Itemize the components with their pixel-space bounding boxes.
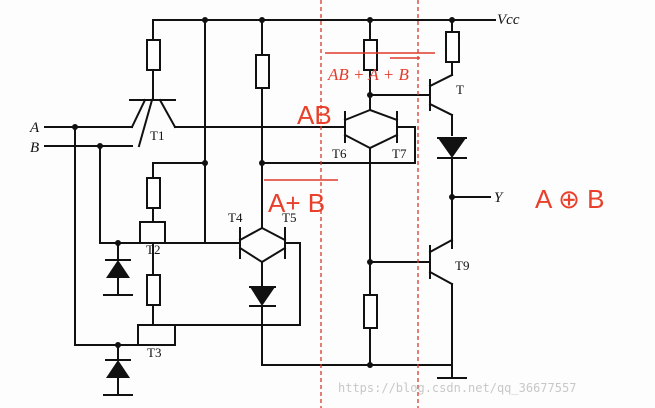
t7-label: T7 bbox=[392, 146, 407, 161]
transistor-t1 bbox=[129, 19, 336, 148]
transistor-t9 bbox=[369, 238, 454, 366]
t8-label: T bbox=[456, 82, 464, 97]
resistor-t2-t3 bbox=[146, 274, 161, 326]
t4-label: T4 bbox=[228, 210, 243, 225]
and-term-annotation: AB bbox=[297, 100, 332, 130]
input-b-line bbox=[44, 143, 141, 244]
vcc-label: Vcc bbox=[497, 12, 520, 28]
or-term-annotation: A+ B bbox=[268, 188, 325, 218]
transistor-t4-t5 bbox=[204, 19, 416, 286]
t1-label: T1 bbox=[150, 128, 164, 143]
transistor-t2 bbox=[115, 162, 206, 276]
xor-result-annotation: A ⊕ B bbox=[535, 184, 604, 214]
left-column-wiring bbox=[146, 19, 208, 223]
output-diode bbox=[437, 137, 491, 249]
input-a-label: A bbox=[29, 120, 40, 136]
transistor-t8 bbox=[419, 19, 460, 136]
t6-label: T6 bbox=[332, 146, 347, 161]
nor-expression: AB + A + B bbox=[327, 65, 409, 84]
output-y-label: Y bbox=[494, 190, 504, 206]
transistor-t3 bbox=[115, 257, 301, 348]
ground-symbol bbox=[437, 364, 467, 379]
t9-base-resistor bbox=[363, 261, 378, 368]
transistor-t6-t7 bbox=[334, 19, 421, 265]
t9-label: T9 bbox=[455, 258, 469, 273]
t3-label: T3 bbox=[147, 345, 161, 360]
input-b-label: B bbox=[30, 140, 39, 156]
input-a-line bbox=[44, 124, 139, 346]
t5-label: T5 bbox=[282, 210, 296, 225]
watermark: https://blog.csdn.net/qq_36677557 bbox=[338, 381, 576, 395]
t2-label: T2 bbox=[146, 242, 160, 257]
level-diode bbox=[249, 286, 453, 366]
clamp-diode-b bbox=[103, 242, 133, 296]
clamp-diode-a bbox=[103, 344, 133, 396]
